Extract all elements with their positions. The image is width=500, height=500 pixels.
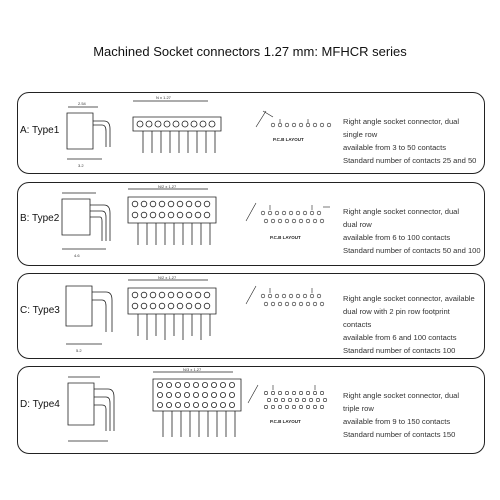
type2-side-view: 4.6 (62, 193, 110, 258)
desc-line: Standard number of contacts 25 and 50 (343, 156, 477, 165)
svg-text:N/3 x 1.27: N/3 x 1.27 (183, 367, 202, 372)
page-title: Machined Socket connectors 1.27 mm: MFHC… (93, 44, 407, 59)
desc-line: available from 6 to 100 contacts (343, 233, 451, 242)
svg-text:N/2 x 1.27: N/2 x 1.27 (158, 184, 177, 189)
type4-pcb-label: P.C.B LAYOUT (270, 419, 301, 424)
type4-description: Right angle socket connector, dual tripl… (343, 389, 459, 441)
desc-line: available from 3 to 50 contacts (343, 143, 446, 152)
panel-type3: C: Type3 5.2 N/2 x 1.27 (17, 273, 485, 359)
type3-description: Right angle socket connector, available … (343, 292, 475, 357)
svg-text:N x 1.27: N x 1.27 (156, 95, 172, 100)
desc-line: Right angle socket connector, available (343, 294, 475, 303)
type2-description: Right angle socket connector, dual dual … (343, 205, 481, 257)
svg-text:4.6: 4.6 (74, 253, 80, 258)
panel-type1: A: Type1 2.54 3.2 N x 1.27 (17, 92, 485, 174)
desc-line: Right angle socket connector, dual (343, 117, 460, 126)
type3-drawings: 5.2 N/2 x 1.27 (18, 275, 486, 353)
desc-line: Right angle socket connector, dual (343, 391, 460, 400)
type4-drawings: N/3 x 1.27 (18, 367, 486, 455)
type2-drawings: 4.6 N/2 x 1.27 (18, 184, 486, 258)
desc-line: triple row (343, 404, 374, 413)
svg-text:5.2: 5.2 (76, 348, 82, 353)
type1-drawings: 2.54 3.2 N x 1.27 (18, 95, 486, 168)
type3-side-view: 5.2 (66, 286, 112, 353)
type4-front-view: N/3 x 1.27 (153, 367, 241, 437)
type2-pcb-layout (246, 203, 330, 223)
svg-text:2.54: 2.54 (78, 101, 87, 106)
desc-line: contacts (343, 320, 372, 329)
desc-line: available from 6 and 100 contacts (343, 333, 457, 342)
svg-text:N/2 x 1.27: N/2 x 1.27 (158, 275, 177, 280)
desc-line: dual row with 2 pin row footprint (343, 307, 450, 316)
type1-description: Right angle socket connector, dual singl… (343, 115, 476, 167)
type1-label: A: Type1 (20, 125, 60, 136)
type1-pcb-label: P.C.B LAYOUT (273, 137, 304, 142)
type4-label: D: Type4 (20, 399, 60, 410)
desc-line: single row (343, 130, 378, 139)
type3-front-view: N/2 x 1.27 (128, 275, 216, 340)
type1-side-view: 2.54 3.2 (67, 101, 110, 168)
desc-line: Standard number of contacts 100 (343, 346, 456, 355)
desc-line: Standard number of contacts 150 (343, 430, 456, 439)
type2-front-view: N/2 x 1.27 (128, 184, 216, 245)
type1-pcb-layout (256, 111, 331, 127)
desc-line: Standard number of contacts 50 and 100 (343, 246, 481, 255)
panel-type4: D: Type4 N/3 x 1.27 (17, 366, 485, 454)
type1-front-view: N x 1.27 (133, 95, 221, 153)
desc-line: available from 9 to 150 contacts (343, 417, 451, 426)
svg-text:3.2: 3.2 (78, 163, 84, 168)
type4-pcb-layout (248, 385, 327, 409)
desc-line: Right angle socket connector, dual (343, 207, 460, 216)
type3-pcb-layout (246, 286, 324, 306)
desc-line: dual row (343, 220, 372, 229)
panel-type2: B: Type2 4.6 N/2 x 1.27 (17, 182, 485, 266)
type2-label: B: Type2 (20, 213, 60, 224)
type2-pcb-label: P.C.B LAYOUT (270, 235, 301, 240)
type4-side-view (68, 377, 114, 441)
type3-label: C: Type3 (20, 305, 60, 316)
